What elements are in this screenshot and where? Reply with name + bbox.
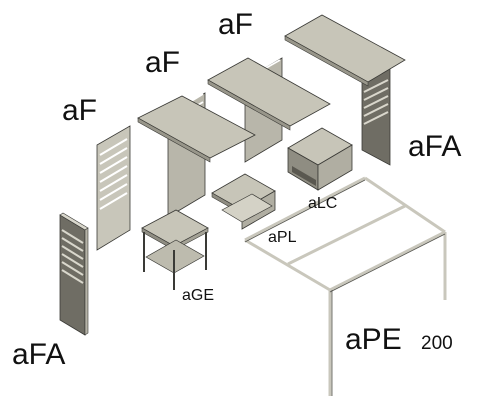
label-alc: aLC <box>308 195 338 212</box>
af-roof-mid <box>207 57 331 131</box>
ape-frame-edges <box>244 179 446 396</box>
ape-frame <box>244 176 447 396</box>
label-apl: aPL <box>268 229 297 246</box>
age-module <box>141 209 209 290</box>
afa-left-panel <box>59 212 89 336</box>
label-ape-size: 200 <box>421 333 453 354</box>
af-left-panel <box>96 125 131 251</box>
label-af-left: aF <box>62 94 98 127</box>
apl-module <box>211 173 276 230</box>
label-af-top: aF <box>218 8 254 41</box>
alc-module <box>287 127 353 191</box>
label-ape: aPE <box>345 323 402 356</box>
af-roof-left <box>137 95 256 163</box>
label-age: aGE <box>182 287 215 304</box>
label-afa-right: aFA <box>408 130 462 163</box>
afa-right-panel <box>361 64 391 166</box>
label-af-mid: aF <box>145 46 181 79</box>
label-afa-left: aFA <box>12 338 66 371</box>
af-roof-top <box>284 14 406 87</box>
